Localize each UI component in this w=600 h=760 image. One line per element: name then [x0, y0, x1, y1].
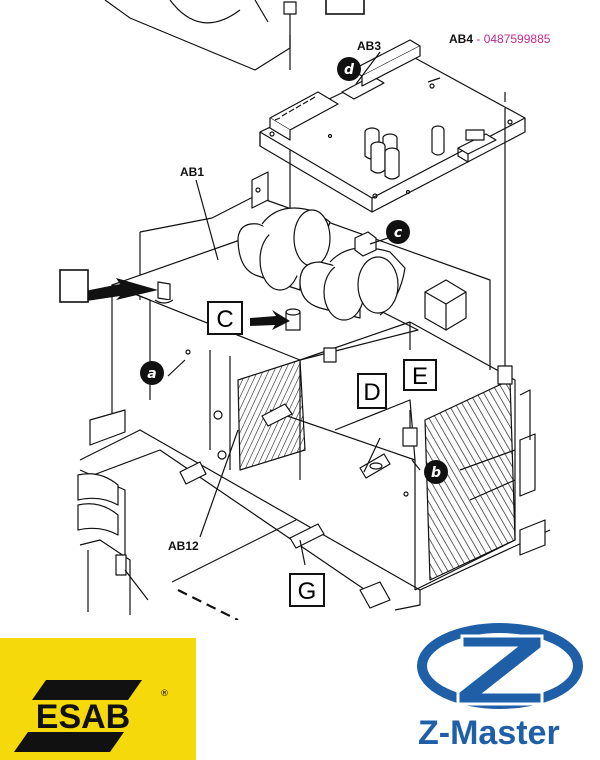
box-label-e: E [403, 359, 437, 391]
circle-label-d: d [337, 57, 361, 81]
svg-text:E: E [412, 363, 428, 390]
label-ab4-part-number: 0487599885 [484, 32, 551, 46]
capacitors [237, 207, 406, 321]
label-ab4-separator: - [473, 32, 484, 46]
esab-logo: ESAB ® [0, 638, 196, 760]
pcb-ab4 [259, 39, 526, 213]
label-ab3: AB3 [357, 39, 381, 53]
circle-label-a: a [140, 361, 164, 385]
label-ab1: AB1 [180, 165, 204, 179]
svg-text:C: C [216, 306, 233, 333]
zmaster-emblem-icon [417, 623, 583, 709]
upper-plate-edge [104, 0, 291, 71]
standoffs [154, 281, 513, 549]
box-label-g: G [289, 573, 325, 607]
label-ab12: AB12 [168, 539, 199, 553]
zmaster-logo: Z-Master [400, 618, 600, 760]
svg-text:a: a [147, 366, 156, 382]
svg-text:D: D [363, 379, 380, 406]
circle-label-b: b [424, 460, 448, 484]
zmaster-logo-text: Z-Master [418, 714, 560, 752]
circle-label-c: c [386, 220, 410, 244]
svg-text:b: b [431, 465, 441, 481]
box-label-d: D [357, 373, 387, 409]
leader-lines [124, 51, 441, 601]
chassis-ab1 [77, 180, 551, 615]
svg-text:d: d [344, 62, 355, 78]
arrow-to-standoff [80, 278, 158, 302]
box-label-c: C [207, 301, 243, 335]
label-ab4: AB4 [449, 32, 473, 46]
label-ab4-group: AB4 - 0487599885 [449, 32, 551, 46]
svg-text:G: G [298, 578, 317, 605]
esab-registered-mark: ® [160, 689, 169, 699]
esab-logo-text: ESAB [36, 698, 130, 736]
exploded-assembly-diagram: AB3 AB4 - 0487599885 AB1 AB12 C D E G d … [59, 0, 551, 620]
svg-text:c: c [394, 225, 403, 241]
box-label-cut [59, 269, 89, 303]
